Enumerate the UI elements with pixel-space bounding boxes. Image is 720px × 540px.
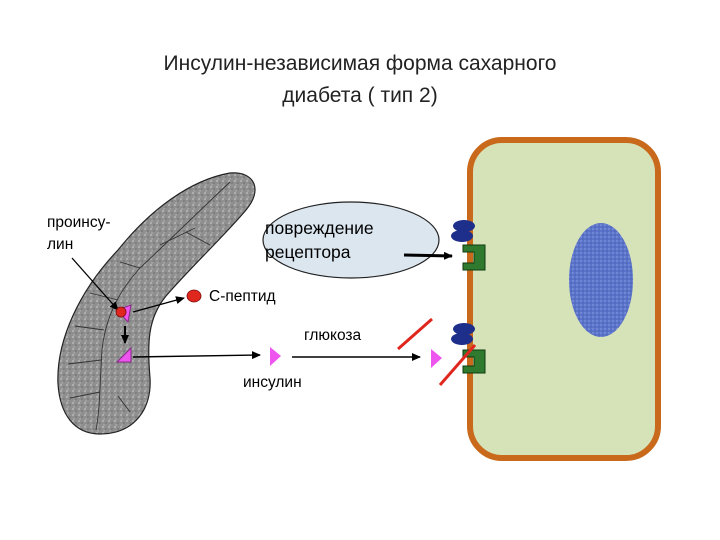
insulin-label: инсулин (243, 374, 302, 391)
pancreas-shape (57, 172, 256, 435)
c-peptide-icon (186, 289, 202, 303)
insulin-arrow (132, 351, 261, 360)
receptor-damage-arrow (403, 251, 453, 260)
insulin-icon (270, 347, 281, 366)
glucose-label: глюкоза (304, 327, 362, 344)
receptor-damage-bubble (262, 201, 440, 279)
pancreas-veins (67, 181, 231, 431)
diagram-title-line2: диабета ( тип 2) (282, 84, 438, 107)
insulin-marker-in-pancreas-icon (115, 346, 132, 363)
proinsulin-arrow (71, 257, 119, 311)
proinsulin-label-line1: проинсу- (47, 214, 111, 231)
cell-nucleus (569, 223, 633, 337)
insulin-at-cell-icon (431, 349, 442, 368)
receptor-upper (451, 220, 486, 271)
c-peptide-arrow (132, 296, 185, 313)
diagram-title-line1: Инсулин-независимая форма сахарного (163, 52, 557, 75)
proinsulin-label: проинсу- лин (47, 212, 111, 256)
c-peptide-label: С-пептид (209, 288, 276, 305)
glucose-blocked-line (397, 317, 433, 351)
receptor-damage-label: повреждение рецептора (265, 216, 374, 264)
proinsulin-label-line2: лин (47, 236, 74, 253)
target-cell (467, 137, 661, 461)
receptor-damage-label-line2: рецептора (265, 242, 351, 262)
insulin-blocked-line (438, 344, 477, 386)
receptor-lower (451, 323, 486, 374)
c-peptide-dot-in-pancreas-icon (115, 306, 127, 318)
receptor-damage-label-line1: повреждение (265, 218, 374, 238)
